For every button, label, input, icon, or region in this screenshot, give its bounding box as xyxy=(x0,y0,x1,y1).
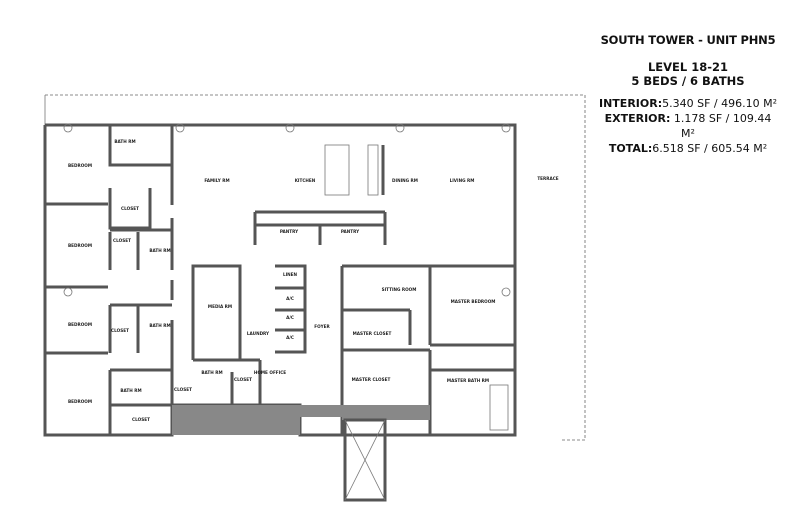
unit-info: SOUTH TOWER - UNIT PHN5 LEVEL 18-21 5 BE… xyxy=(598,33,778,156)
room-label: CLOSET xyxy=(132,417,150,422)
total-label: TOTAL: xyxy=(608,142,653,155)
room-label: LINEN xyxy=(283,272,298,277)
level-text: LEVEL 18-21 xyxy=(647,60,729,74)
elevator-shaft xyxy=(343,418,387,502)
room-label: BEDROOM xyxy=(68,399,92,404)
room-label: CLOSET xyxy=(121,206,139,211)
room-label: HOME OFFICE xyxy=(254,370,286,375)
room-label: CLOSET xyxy=(113,238,131,243)
room-label: FAMILY RM xyxy=(204,178,229,183)
room-label: PANTRY xyxy=(280,229,299,234)
room-label: MASTER BEDROOM xyxy=(451,299,496,304)
room-label: A/C xyxy=(286,315,294,320)
kitchen-island xyxy=(324,144,350,196)
room-label: A/C xyxy=(286,335,294,340)
room-label: BATH RM xyxy=(114,139,135,144)
room-label: BATH RM xyxy=(149,323,170,328)
room-label: SITTING ROOM xyxy=(382,287,417,292)
exterior-label: EXTERIOR: xyxy=(604,112,671,125)
room-label: PANTRY xyxy=(341,229,360,234)
bathtub xyxy=(489,384,509,431)
room-label: BATH RM xyxy=(201,370,222,375)
room-label: MEDIA RM xyxy=(208,304,232,309)
room-label: LIVING RM xyxy=(450,178,475,183)
terrace-boundary xyxy=(45,94,586,441)
room-label: BATH RM xyxy=(120,388,141,393)
room-label: BEDROOM xyxy=(68,163,92,168)
room-label: CLOSET xyxy=(111,328,129,333)
core-slab xyxy=(172,405,300,435)
room-label: MASTER BATH RM xyxy=(447,378,489,383)
room-label: MASTER CLOSET xyxy=(353,331,392,336)
exterior-value: 1.178 SF / 109.44 M² xyxy=(673,112,772,140)
beds-baths-text: 5 BEDS / 6 BATHS xyxy=(631,74,745,88)
room-label: KITCHEN xyxy=(295,178,316,183)
room-label: CLOSET xyxy=(234,377,252,382)
exterior-wall xyxy=(43,123,517,437)
room-label: CLOSET xyxy=(174,387,192,392)
room-label: FOYER xyxy=(314,324,330,329)
room-label: LAUNDRY xyxy=(247,331,270,336)
interior-value: 5.340 SF / 496.10 M² xyxy=(662,97,777,110)
room-label: A/C xyxy=(286,296,294,301)
room-label: DINING RM xyxy=(392,178,418,183)
room-label: TERRACE xyxy=(537,176,558,181)
interior-label: INTERIOR: xyxy=(599,97,663,110)
room-label: BEDROOM xyxy=(68,322,92,327)
kitchen-counter xyxy=(367,144,379,196)
unit-title: SOUTH TOWER - UNIT PHN5 xyxy=(600,33,776,47)
room-label: BEDROOM xyxy=(68,243,92,248)
room-label: MASTER CLOSET xyxy=(352,377,391,382)
total-value: 6.518 SF / 605.54 M² xyxy=(652,142,768,155)
columns xyxy=(63,123,511,297)
interior-walls xyxy=(45,125,515,435)
room-label: BATH RM xyxy=(149,248,170,253)
